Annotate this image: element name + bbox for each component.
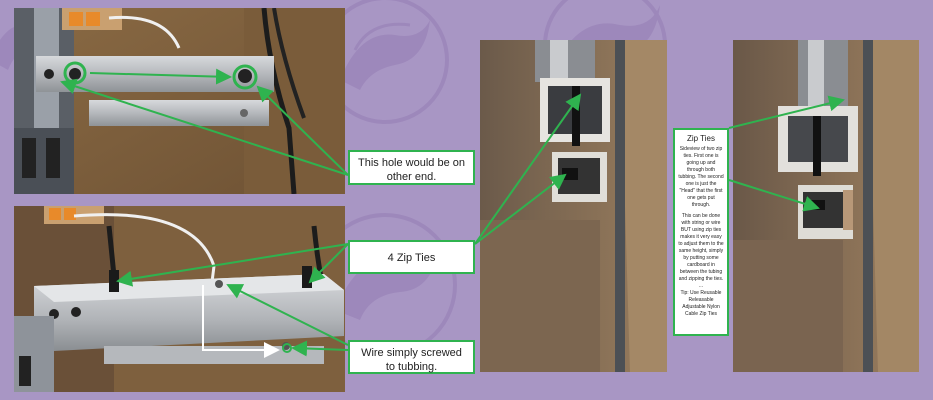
callout-4-zip-ties: 4 Zip Ties [348,240,475,274]
callout-wire: Wire simply screwed to tubbing. [348,340,475,374]
photo-tube-zipties [14,206,345,392]
photo-side-view [480,40,667,372]
zip-ties-paragraph-2: This can be done with string or wire BUT… [678,213,724,282]
photo-side-view-2 [733,40,919,372]
photo-tube-holes [14,8,345,194]
zip-ties-paragraph-3: ... [698,283,704,289]
callout-zip-ties-info: Zip Ties Sideview of two zip ties. First… [673,128,729,336]
zip-ties-paragraph-1: Sideview of two zip ties. First one is g… [678,146,724,208]
callout-wire-text: Wire simply screwed to tubbing. [361,347,462,373]
callout-hole-text: This hole would be on other end. [357,157,465,183]
zip-ties-title: Zip Ties [686,134,715,143]
zip-ties-tip: Tip: Use Reusable Releasable Adjustable … [680,290,722,317]
callout-4-zip-ties-text: 4 Zip Ties [387,252,436,264]
callout-hole: This hole would be on other end. [348,150,475,185]
